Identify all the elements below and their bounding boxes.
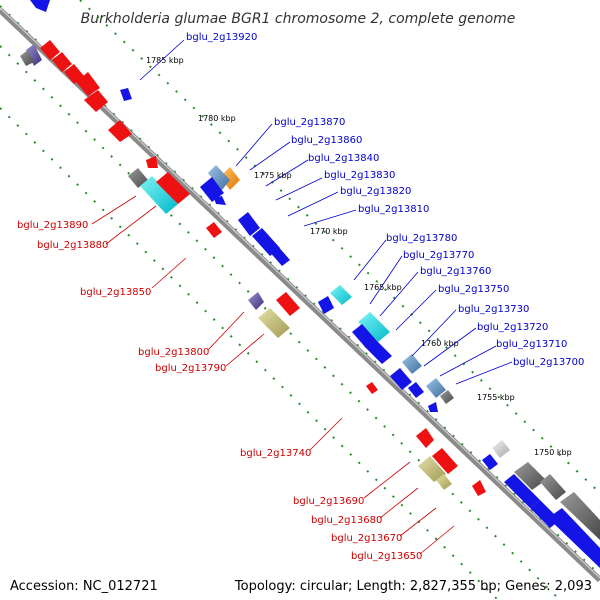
- tick-label: 1765 kbp: [364, 283, 402, 292]
- gene-label-bglu_2g13880[interactable]: bglu_2g13880: [37, 240, 108, 251]
- gene-arrow-bglu_2g13890[interactable]: [140, 176, 178, 214]
- gene-arrow-r9[interactable]: [146, 156, 158, 168]
- gene-arrow-top[interactable]: [30, 0, 50, 12]
- gene-arrow-r1b[interactable]: [20, 50, 34, 66]
- gene-label-bglu_2g13800[interactable]: bglu_2g13800: [138, 347, 209, 358]
- gene-label-bglu_2g13920[interactable]: bglu_2g13920: [186, 32, 257, 43]
- gene-label-bglu_2g13840[interactable]: bglu_2g13840: [308, 153, 379, 164]
- gene-label-bglu_2g13820[interactable]: bglu_2g13820: [340, 186, 411, 197]
- gene-label-bglu_2g13680[interactable]: bglu_2g13680: [311, 515, 382, 526]
- gene-arrow-bglu_2g13680[interactable]: [432, 448, 458, 474]
- gene-arrow-bglu_2g13730[interactable]: [402, 354, 422, 374]
- gene-arrow-e3[interactable]: [514, 462, 546, 490]
- tick-label: 1785 kbp: [146, 56, 184, 65]
- tick-label: 1750 kbp: [534, 448, 572, 457]
- gene-label-bglu_2g13890[interactable]: bglu_2g13890: [17, 220, 88, 231]
- gene-label-bglu_2g13690[interactable]: bglu_2g13690: [293, 496, 364, 507]
- accession-text: Accession: NC_012721: [10, 579, 158, 594]
- gene-arrow-bglu_2g13870[interactable]: [220, 167, 240, 190]
- gene-arrow-r6[interactable]: [84, 90, 108, 112]
- gene-arrow-bglu_2g13650[interactable]: [436, 474, 452, 490]
- gene-arrow-e8[interactable]: [548, 508, 600, 568]
- gene-label-bglu_2g13670[interactable]: bglu_2g13670: [331, 533, 402, 544]
- gene-arrow-bglu_2g13780b[interactable]: [318, 296, 334, 314]
- gene-label-bglu_2g13750[interactable]: bglu_2g13750: [438, 284, 509, 295]
- gene-label-bglu_2g13720[interactable]: bglu_2g13720: [477, 322, 548, 333]
- gene-arrow-bglu_2g13710[interactable]: [426, 378, 446, 398]
- gene-label-bglu_2g13740[interactable]: bglu_2g13740: [240, 448, 311, 459]
- gene-arrow-bglu_2g13850[interactable]: [206, 222, 222, 238]
- gene-label-bglu_2g13710[interactable]: bglu_2g13710: [496, 339, 567, 350]
- gene-arrow-bglu_2g13780[interactable]: [330, 285, 352, 305]
- tick-label: 1780 kbp: [198, 114, 236, 123]
- forward-strand-genes: [30, 0, 600, 568]
- gene-label-bglu_2g13870[interactable]: bglu_2g13870: [274, 117, 345, 128]
- dotted-guide-outer-forward: [79, 0, 600, 494]
- tick-label: 1760 kbp: [421, 339, 459, 348]
- gene-label-bglu_2g13730[interactable]: bglu_2g13730: [458, 304, 529, 315]
- gene-label-bglu_2g13790[interactable]: bglu_2g13790: [155, 363, 226, 374]
- gene-label-bglu_2g13700[interactable]: bglu_2g13700: [513, 357, 584, 368]
- reverse-label-texts: bglu_2g13890 bglu_2g13880 bglu_2g13850 b…: [17, 220, 422, 562]
- gene-label-bglu_2g13780[interactable]: bglu_2g13780: [386, 233, 457, 244]
- gene-arrow-r1[interactable]: [26, 44, 42, 66]
- gene-arrow-r5[interactable]: [76, 72, 100, 96]
- gene-label-bglu_2g13860[interactable]: bglu_2g13860: [291, 135, 362, 146]
- gene-arrow-bglu_2g13770[interactable]: [358, 312, 390, 342]
- position-ticks: 1785 kbp 1780 kbp 1775 kbp 1770 kbp 1765…: [146, 56, 572, 457]
- gene-arrow-r2[interactable]: [40, 40, 60, 60]
- gene-label-bglu_2g13770[interactable]: bglu_2g13770: [403, 250, 474, 261]
- gene-arrow-bglu_2g13830[interactable]: [214, 196, 226, 205]
- gene-label-bglu_2g13850[interactable]: bglu_2g13850: [80, 287, 151, 298]
- gene-label-bglu_2g13810[interactable]: bglu_2g13810: [358, 204, 429, 215]
- gene-arrow-bglu_2g13700b[interactable]: [428, 402, 438, 412]
- gene-arrow-r7[interactable]: [108, 120, 132, 142]
- forward-label-texts: bglu_2g13920 bglu_2g13870 bglu_2g13860 b…: [186, 32, 584, 368]
- gene-label-bglu_2g13650[interactable]: bglu_2g13650: [351, 551, 422, 562]
- gene-arrow-r4[interactable]: [64, 64, 84, 84]
- gene-arrow-bglu_2g13790[interactable]: [258, 308, 290, 338]
- tick-label: 1775 kbp: [254, 171, 292, 180]
- gene-arrow-e2[interactable]: [482, 454, 498, 470]
- gene-arrow-bglu_2g13800b[interactable]: [276, 292, 300, 316]
- gene-arrow-e4[interactable]: [540, 474, 566, 500]
- gene-arrow-e1[interactable]: [492, 440, 510, 458]
- map-title: Burkholderia glumae BGR1 chromosome 2, c…: [81, 11, 516, 27]
- reverse-strand-genes: [20, 40, 486, 496]
- gene-arrow-bglu_2g13720[interactable]: [390, 368, 412, 390]
- gene-arrow-bglu_2g13720b[interactable]: [408, 382, 424, 398]
- gene-arrow-r3[interactable]: [52, 52, 72, 72]
- dotted-guide-outer-reverse: [0, 107, 499, 600]
- gene-label-bglu_2g13830[interactable]: bglu_2g13830: [324, 170, 395, 181]
- gene-arrow-r8[interactable]: [128, 168, 148, 188]
- gene-arrow-e6[interactable]: [504, 474, 540, 508]
- gene-arrow-bglu_2g13690[interactable]: [416, 428, 434, 448]
- topology-text: Topology: circular; Length: 2,827,355 bp…: [234, 579, 592, 594]
- gene-arrow-bglu_2g13860[interactable]: [208, 165, 230, 190]
- gene-label-bglu_2g13760[interactable]: bglu_2g13760: [420, 266, 491, 277]
- tick-label: 1755 kbp: [477, 393, 515, 402]
- gene-arrow-bglu_2g13740[interactable]: [366, 382, 378, 394]
- reverse-gene-labels: [91, 195, 455, 555]
- forward-gene-labels: [139, 39, 513, 385]
- gene-arrow-e5[interactable]: [560, 492, 600, 540]
- gene-arrow-bglu_2g13650b[interactable]: [472, 480, 486, 496]
- gene-arrow-bglu_2g13880[interactable]: [156, 172, 190, 204]
- gene-arrow-bglu_2g13670[interactable]: [418, 456, 446, 482]
- gene-arrow-bglu_2g13810b[interactable]: [268, 244, 290, 266]
- gene-arrow-bglu_2g13800[interactable]: [248, 292, 264, 310]
- gene-arrow-bglu_2g13750[interactable]: [364, 338, 392, 364]
- gene-arrow-bglu_2g13700[interactable]: [440, 390, 454, 404]
- tick-label: 1770 kbp: [310, 227, 348, 236]
- gene-arrow-bglu_2g13920[interactable]: [120, 88, 132, 101]
- gene-arrow-bglu_2g13820[interactable]: [238, 212, 260, 236]
- gene-arrow-bglu_2g13840[interactable]: [200, 177, 224, 202]
